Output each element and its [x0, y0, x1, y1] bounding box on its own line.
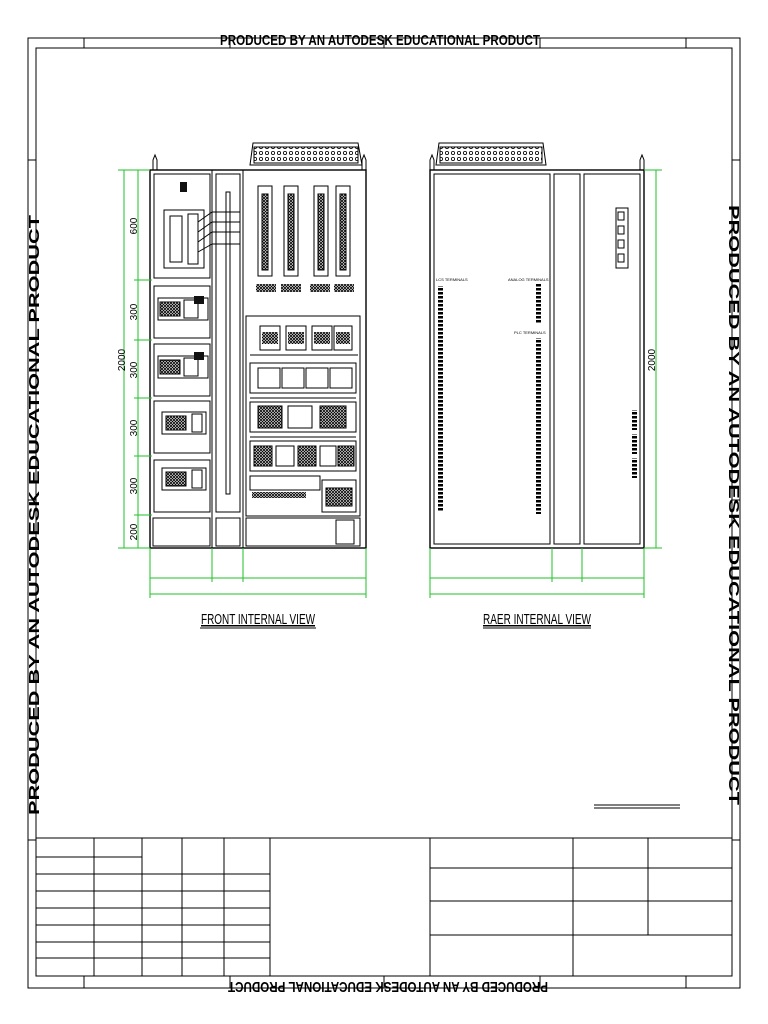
front-dim-section-6: 200	[129, 523, 140, 540]
front-view-title: FRONT INTERNAL VIEW	[201, 611, 316, 628]
mcb-panel-4	[153, 459, 211, 513]
control-component-plate	[245, 315, 361, 517]
rear-cabinet-outline	[429, 169, 645, 549]
vfd-drives	[256, 185, 354, 292]
front-dim-section-1: 600	[129, 217, 140, 234]
analog-terminals-label: ANALOG TERMINALS	[508, 277, 549, 282]
rear-dimensions	[429, 169, 662, 598]
front-internal-view: 2000 600 300 300 300 300 200 FRONT INTER…	[117, 142, 367, 629]
front-vent-grill	[249, 142, 363, 166]
lcs-terminal-strip	[438, 286, 443, 512]
main-breaker-panel	[153, 173, 211, 279]
lifting-lug	[639, 153, 645, 170]
plc-terminals-label: PLC TERMINALS	[514, 330, 546, 335]
watermark-right: PRODUCED BY AN AUTODESK EDUCATIONAL PROD…	[725, 205, 742, 805]
front-dim-section-5: 300	[129, 477, 140, 494]
mcb-panel-2	[153, 343, 211, 397]
drawing-frame	[27, 37, 741, 989]
front-cabinet-outline	[149, 169, 367, 549]
front-dim-section-2: 300	[129, 303, 140, 320]
front-total-height-dim: 2000	[117, 348, 128, 371]
lifting-lug	[361, 153, 367, 170]
rear-vent-grill	[435, 142, 547, 166]
watermark-left: PRODUCED BY AN AUTODESK EDUCATIONAL PROD…	[26, 215, 43, 815]
cable-duct-column	[215, 173, 241, 513]
lifting-lug	[152, 153, 158, 170]
mcb-panel-1	[153, 285, 211, 339]
mcb-panel-3	[153, 400, 211, 454]
front-dim-section-4: 300	[129, 419, 140, 436]
lcs-terminals-label: LCS TERMINALS	[436, 277, 468, 282]
rear-view-title: RAER INTERNAL VIEW	[483, 611, 592, 628]
lifting-lug	[429, 153, 435, 170]
plc-terminal-strip	[536, 338, 541, 514]
rear-total-height-dim: 2000	[647, 348, 658, 371]
rear-internal-view: LCS TERMINALS ANALOG TERMINALS PLC TERMI…	[429, 142, 662, 629]
front-dimensions	[118, 169, 367, 598]
watermark-bottom: PRODUCED BY AN AUTODESK EDUCATIONAL PROD…	[228, 978, 548, 995]
title-block	[36, 837, 732, 976]
bottom-gland-plate	[152, 517, 211, 547]
front-dim-section-3: 300	[129, 361, 140, 378]
analog-terminal-strip	[536, 284, 541, 324]
watermark-top: PRODUCED BY AN AUTODESK EDUCATIONAL PROD…	[220, 32, 540, 49]
